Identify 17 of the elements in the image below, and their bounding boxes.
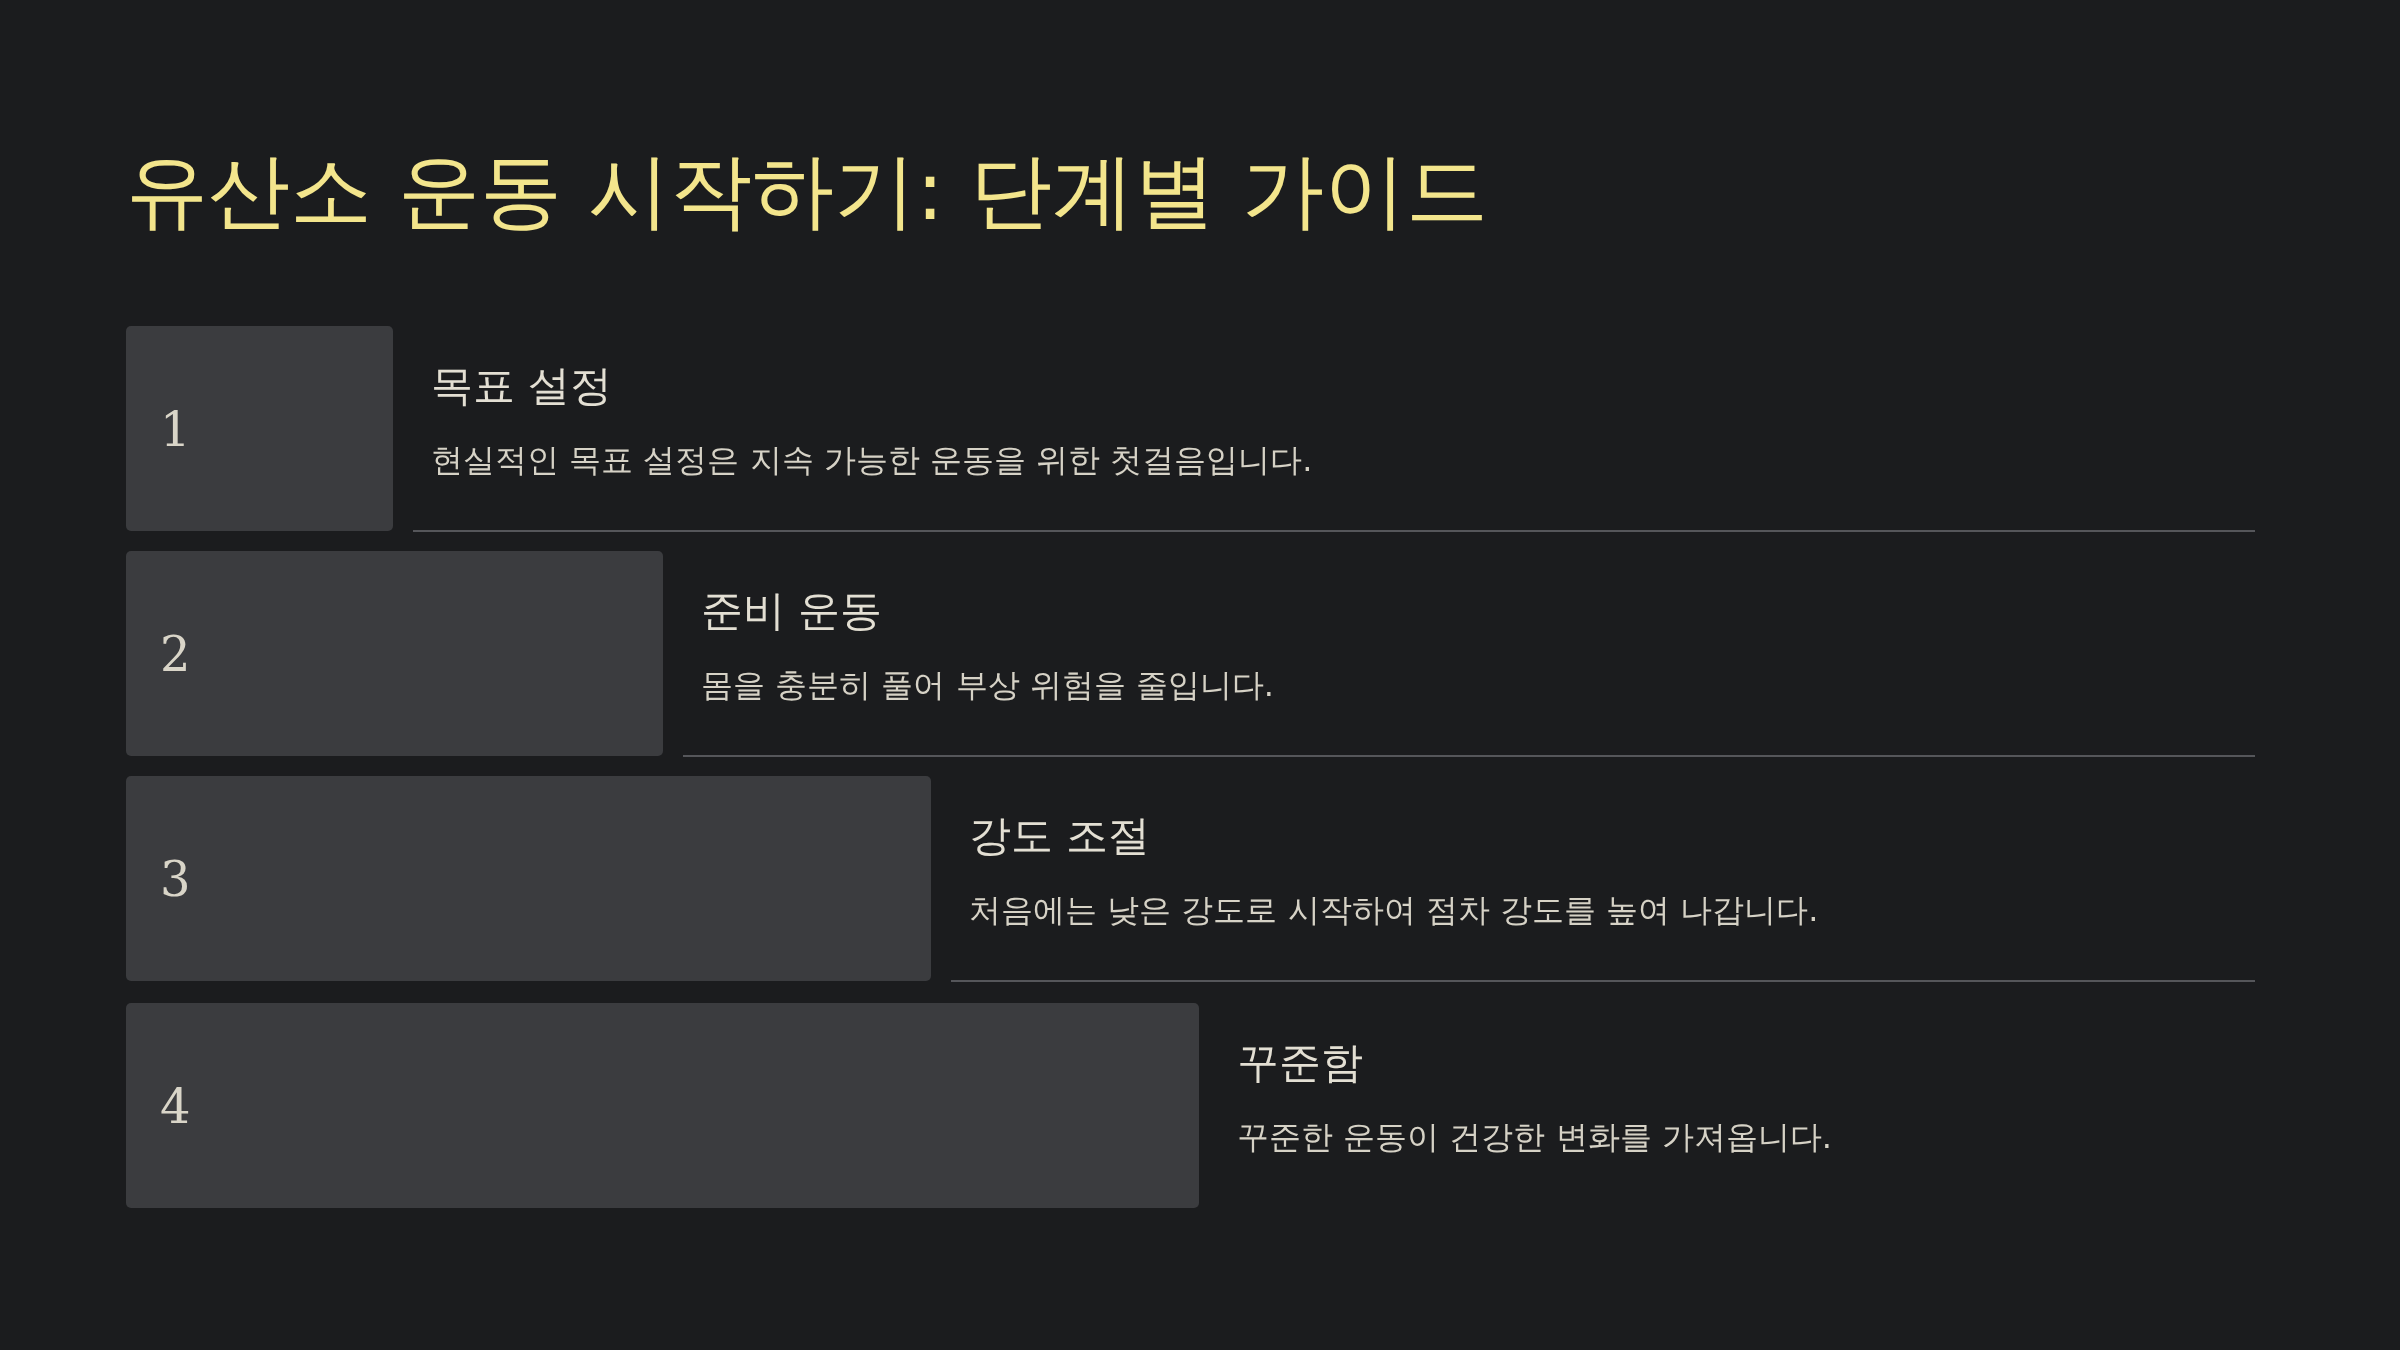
step-description: 현실적인 목표 설정은 지속 가능한 운동을 위한 첫걸음입니다. [431,440,1313,481]
step-number: 2 [160,625,191,683]
step-box [126,776,931,981]
step-box [126,326,393,531]
slide-title: 유산소 운동 시작하기: 단계별 가이드 [126,142,1488,240]
step-description: 꾸준한 운동이 건강한 변화를 가져옵니다. [1237,1117,1832,1158]
step-box [126,1003,1199,1208]
step-description: 처음에는 낮은 강도로 시작하여 점차 강도를 높여 나갑니다. [969,890,1819,931]
step-number: 3 [160,850,191,908]
step-heading: 강도 조절 [969,810,1151,862]
step-box [126,551,663,756]
step-heading: 준비 운동 [701,585,883,637]
step-number: 4 [160,1077,191,1135]
step-number: 1 [160,400,191,458]
step-heading: 꾸준함 [1237,1037,1363,1089]
step-description: 몸을 충분히 풀어 부상 위험을 줄입니다. [701,665,1275,706]
step-heading: 목표 설정 [431,360,613,412]
